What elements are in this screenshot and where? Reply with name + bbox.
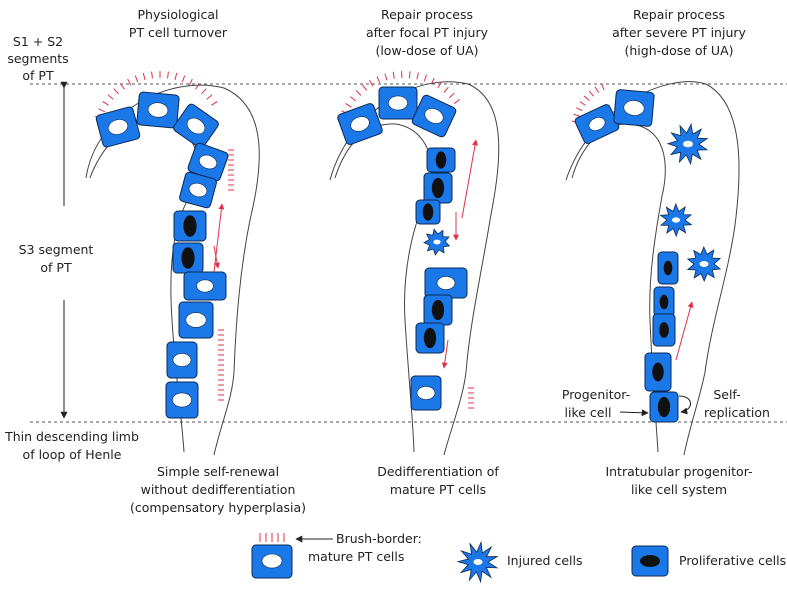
mature-cell-icon bbox=[251, 533, 293, 579]
proliferative-cell bbox=[644, 352, 672, 392]
s3-label-line2: of PT bbox=[40, 260, 72, 275]
mature-pt-cell bbox=[337, 103, 383, 145]
cell-layer bbox=[94, 71, 722, 423]
proliferative-cell bbox=[657, 251, 679, 285]
mature-pt-cell bbox=[574, 104, 620, 144]
legend-proliferative-label: Proliferative cells bbox=[679, 553, 786, 568]
proliferative-cell bbox=[415, 199, 441, 225]
mature-pt-cell bbox=[165, 381, 199, 419]
proliferative-cell bbox=[653, 286, 675, 318]
proliferative-cell bbox=[426, 147, 456, 173]
mature-pt-cell bbox=[173, 103, 219, 149]
self-replication-arrow bbox=[678, 395, 691, 415]
injured-cell-icon bbox=[456, 540, 499, 584]
panel2-caption-line2: mature PT cells bbox=[390, 482, 486, 497]
thin-limb-label-line2: of loop of Henle bbox=[23, 447, 122, 462]
thin-limb-label-line1: Thin descending limb bbox=[4, 429, 139, 444]
proliferative-cell bbox=[415, 322, 445, 354]
self-replication-label-line1: Self- bbox=[713, 387, 740, 402]
mature-pt-cell bbox=[424, 267, 468, 299]
panel2-caption-line1: Dedifferentiation of bbox=[377, 464, 499, 479]
brush-border-panel2-low bbox=[468, 387, 474, 409]
proliferative-cell bbox=[173, 210, 207, 242]
mature-pt-cell bbox=[136, 91, 180, 129]
mature-pt-cell bbox=[411, 94, 457, 138]
left-axis: S1 + S2 segments of PT S3 segment of PT … bbox=[4, 34, 787, 462]
mature-pt-cell bbox=[187, 142, 229, 182]
panel1-caption-line1: Simple self-renewal bbox=[157, 464, 279, 479]
mature-pt-cell bbox=[166, 341, 198, 379]
proliferative-cell bbox=[423, 172, 453, 204]
mature-pt-cell bbox=[613, 89, 655, 127]
legend: Brush-border: mature PT cells Injured ce… bbox=[251, 531, 786, 584]
process-arrow bbox=[213, 203, 225, 273]
panel3-caption-line2: like cell system bbox=[631, 482, 727, 497]
s1s2-label-line2: segments bbox=[7, 51, 68, 66]
panel2-title-line3: (low-dose of UA) bbox=[375, 43, 478, 58]
proliferative-cell-icon bbox=[631, 545, 669, 577]
panel1-caption-line2: without dedifferentiation bbox=[141, 482, 296, 497]
proliferative-cell bbox=[423, 294, 453, 326]
mature-pt-cell bbox=[179, 171, 217, 209]
injured-cell bbox=[686, 245, 722, 283]
panel1-caption-line3: (compensatory hyperplasia) bbox=[130, 500, 306, 515]
legend-mature-label-line2: mature PT cells bbox=[308, 549, 404, 564]
injured-cell bbox=[423, 228, 451, 256]
panel-titles: Physiological PT cell turnover Repair pr… bbox=[129, 7, 747, 58]
s1s2-label-line3: of PT bbox=[22, 68, 54, 83]
legend-mature-label-line1: Brush-border: bbox=[336, 531, 422, 546]
proliferative-cell bbox=[649, 391, 679, 423]
process-arrow bbox=[213, 245, 220, 269]
panel-captions: Simple self-renewal without dedifferenti… bbox=[130, 464, 753, 515]
panel3-caption-line1: Intratubular progenitor- bbox=[605, 464, 752, 479]
process-arrow bbox=[441, 339, 449, 369]
panel3-title-line1: Repair process bbox=[633, 7, 725, 22]
proliferative-cell bbox=[172, 242, 204, 274]
panel3-title-line2: after severe PT injury bbox=[612, 25, 746, 40]
s1s2-label-line1: S1 + S2 bbox=[13, 34, 63, 49]
mature-pt-cell bbox=[378, 86, 418, 120]
legend-injured-label: Injured cells bbox=[507, 553, 583, 568]
process-arrows bbox=[213, 139, 694, 369]
process-arrow bbox=[461, 139, 478, 219]
brush-border-panel1-mid bbox=[228, 149, 234, 191]
panel2-title-line1: Repair process bbox=[381, 7, 473, 22]
panel1-title-line2: PT cell turnover bbox=[129, 25, 228, 40]
panel2-title-line2: after focal PT injury bbox=[366, 25, 489, 40]
process-arrow bbox=[675, 301, 694, 361]
panel1-title-line1: Physiological bbox=[137, 7, 218, 22]
s3-label-line1: S3 segment bbox=[19, 242, 94, 257]
self-replication-label-line2: replication bbox=[704, 405, 770, 420]
progenitor-label-line2: like cell bbox=[565, 405, 612, 420]
mature-pt-cell bbox=[410, 375, 442, 411]
proliferative-cell bbox=[652, 313, 676, 347]
panel3-title-line3: (high-dose of UA) bbox=[625, 43, 734, 58]
brush-border-panel1-low bbox=[218, 329, 224, 401]
injured-cell bbox=[659, 202, 693, 238]
mature-pt-cell bbox=[95, 106, 141, 148]
progenitor-pointer bbox=[619, 409, 649, 417]
mature-pt-cell bbox=[183, 271, 227, 301]
mature-pt-cell bbox=[178, 301, 214, 339]
progenitor-label-line1: Progenitor- bbox=[562, 387, 630, 402]
injured-cell-icon-shape bbox=[456, 540, 499, 584]
panel3-annotations: Progenitor- like cell Self- replication bbox=[562, 387, 770, 420]
injured-cell bbox=[666, 122, 709, 166]
